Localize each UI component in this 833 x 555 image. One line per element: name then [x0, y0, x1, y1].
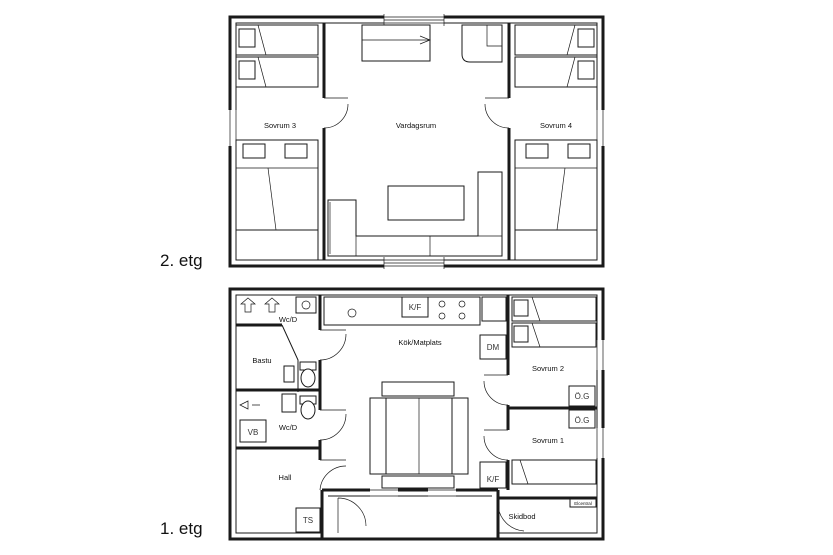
fixture-og-1: Ö.G [575, 392, 590, 401]
room-sovrum-4: Sovrum 4 [540, 121, 572, 130]
fixture-kf-bottom: K/F [487, 475, 500, 484]
room-bastu: Bastu [252, 356, 271, 365]
room-vardagsrum: Vardagsrum [396, 121, 436, 130]
lower-floor-label: 1. etg [160, 519, 203, 538]
fixture-dm: DM [487, 343, 500, 352]
fixture-elcentral: Elcentral [574, 501, 592, 506]
fixture-og-2: Ö.G [575, 416, 590, 425]
room-wc-bottom: Wc/D [279, 423, 298, 432]
room-kok-matplats: Kök/Matplats [398, 338, 442, 347]
fixture-vb: VB [248, 428, 259, 437]
fixture-ts: TS [303, 516, 313, 525]
room-sovrum-2: Sovrum 2 [532, 364, 564, 373]
upper-floor-label: 2. etg [160, 251, 203, 270]
room-hall: Hall [279, 473, 292, 482]
lower-outer-wall [228, 287, 605, 541]
room-sovrum-3: Sovrum 3 [264, 121, 296, 130]
room-wc-top: Wc/D [279, 315, 298, 324]
fixture-kf-top: K/F [409, 303, 422, 312]
room-skidbod: Skidbod [508, 512, 535, 521]
lower-floor-plan [228, 287, 606, 541]
room-sovrum-1: Sovrum 1 [532, 436, 564, 445]
upper-floor-plan [227, 14, 606, 269]
